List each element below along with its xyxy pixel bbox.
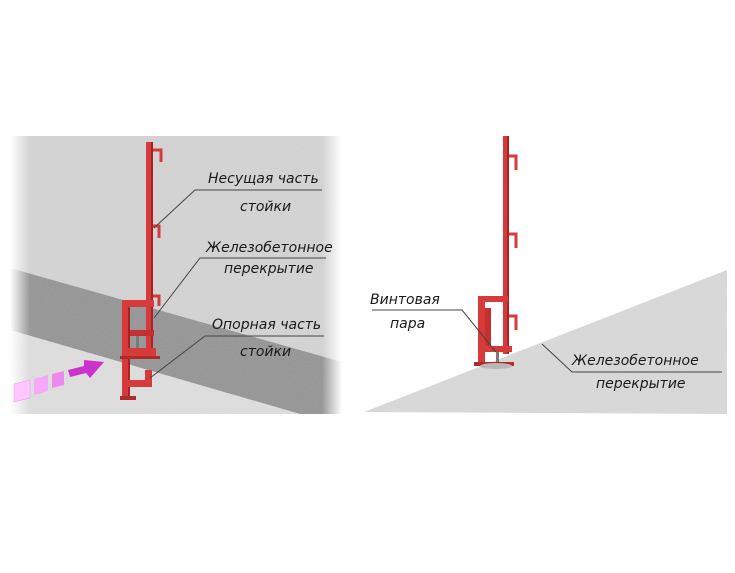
left-leaders — [149, 189, 326, 379]
direction-arrow — [13, 360, 104, 403]
right-post — [474, 136, 518, 369]
label-slab-line2: перекрытие — [224, 261, 314, 277]
right-panel: Винтовая пара Железобетонное перекрытие — [364, 136, 727, 414]
left-panel: Несущая часть стойки Железобетонное пере… — [10, 136, 342, 414]
label-screw-line1: Винтовая — [370, 292, 440, 308]
label-slab-line1: Железобетонное — [205, 240, 333, 256]
label-screw-line2: пара — [390, 316, 425, 332]
label-support-line1: Опорная часть — [212, 317, 321, 333]
label-right-slab-line1: Железобетонное — [571, 353, 699, 369]
right-leaders — [372, 309, 722, 373]
label-load-part-line2: стойки — [240, 199, 291, 215]
left-post — [120, 142, 163, 400]
label-right-slab-line2: перекрытие — [596, 376, 686, 392]
label-load-part-line1: Несущая часть — [208, 171, 319, 187]
label-support-line2: стойки — [240, 344, 291, 360]
